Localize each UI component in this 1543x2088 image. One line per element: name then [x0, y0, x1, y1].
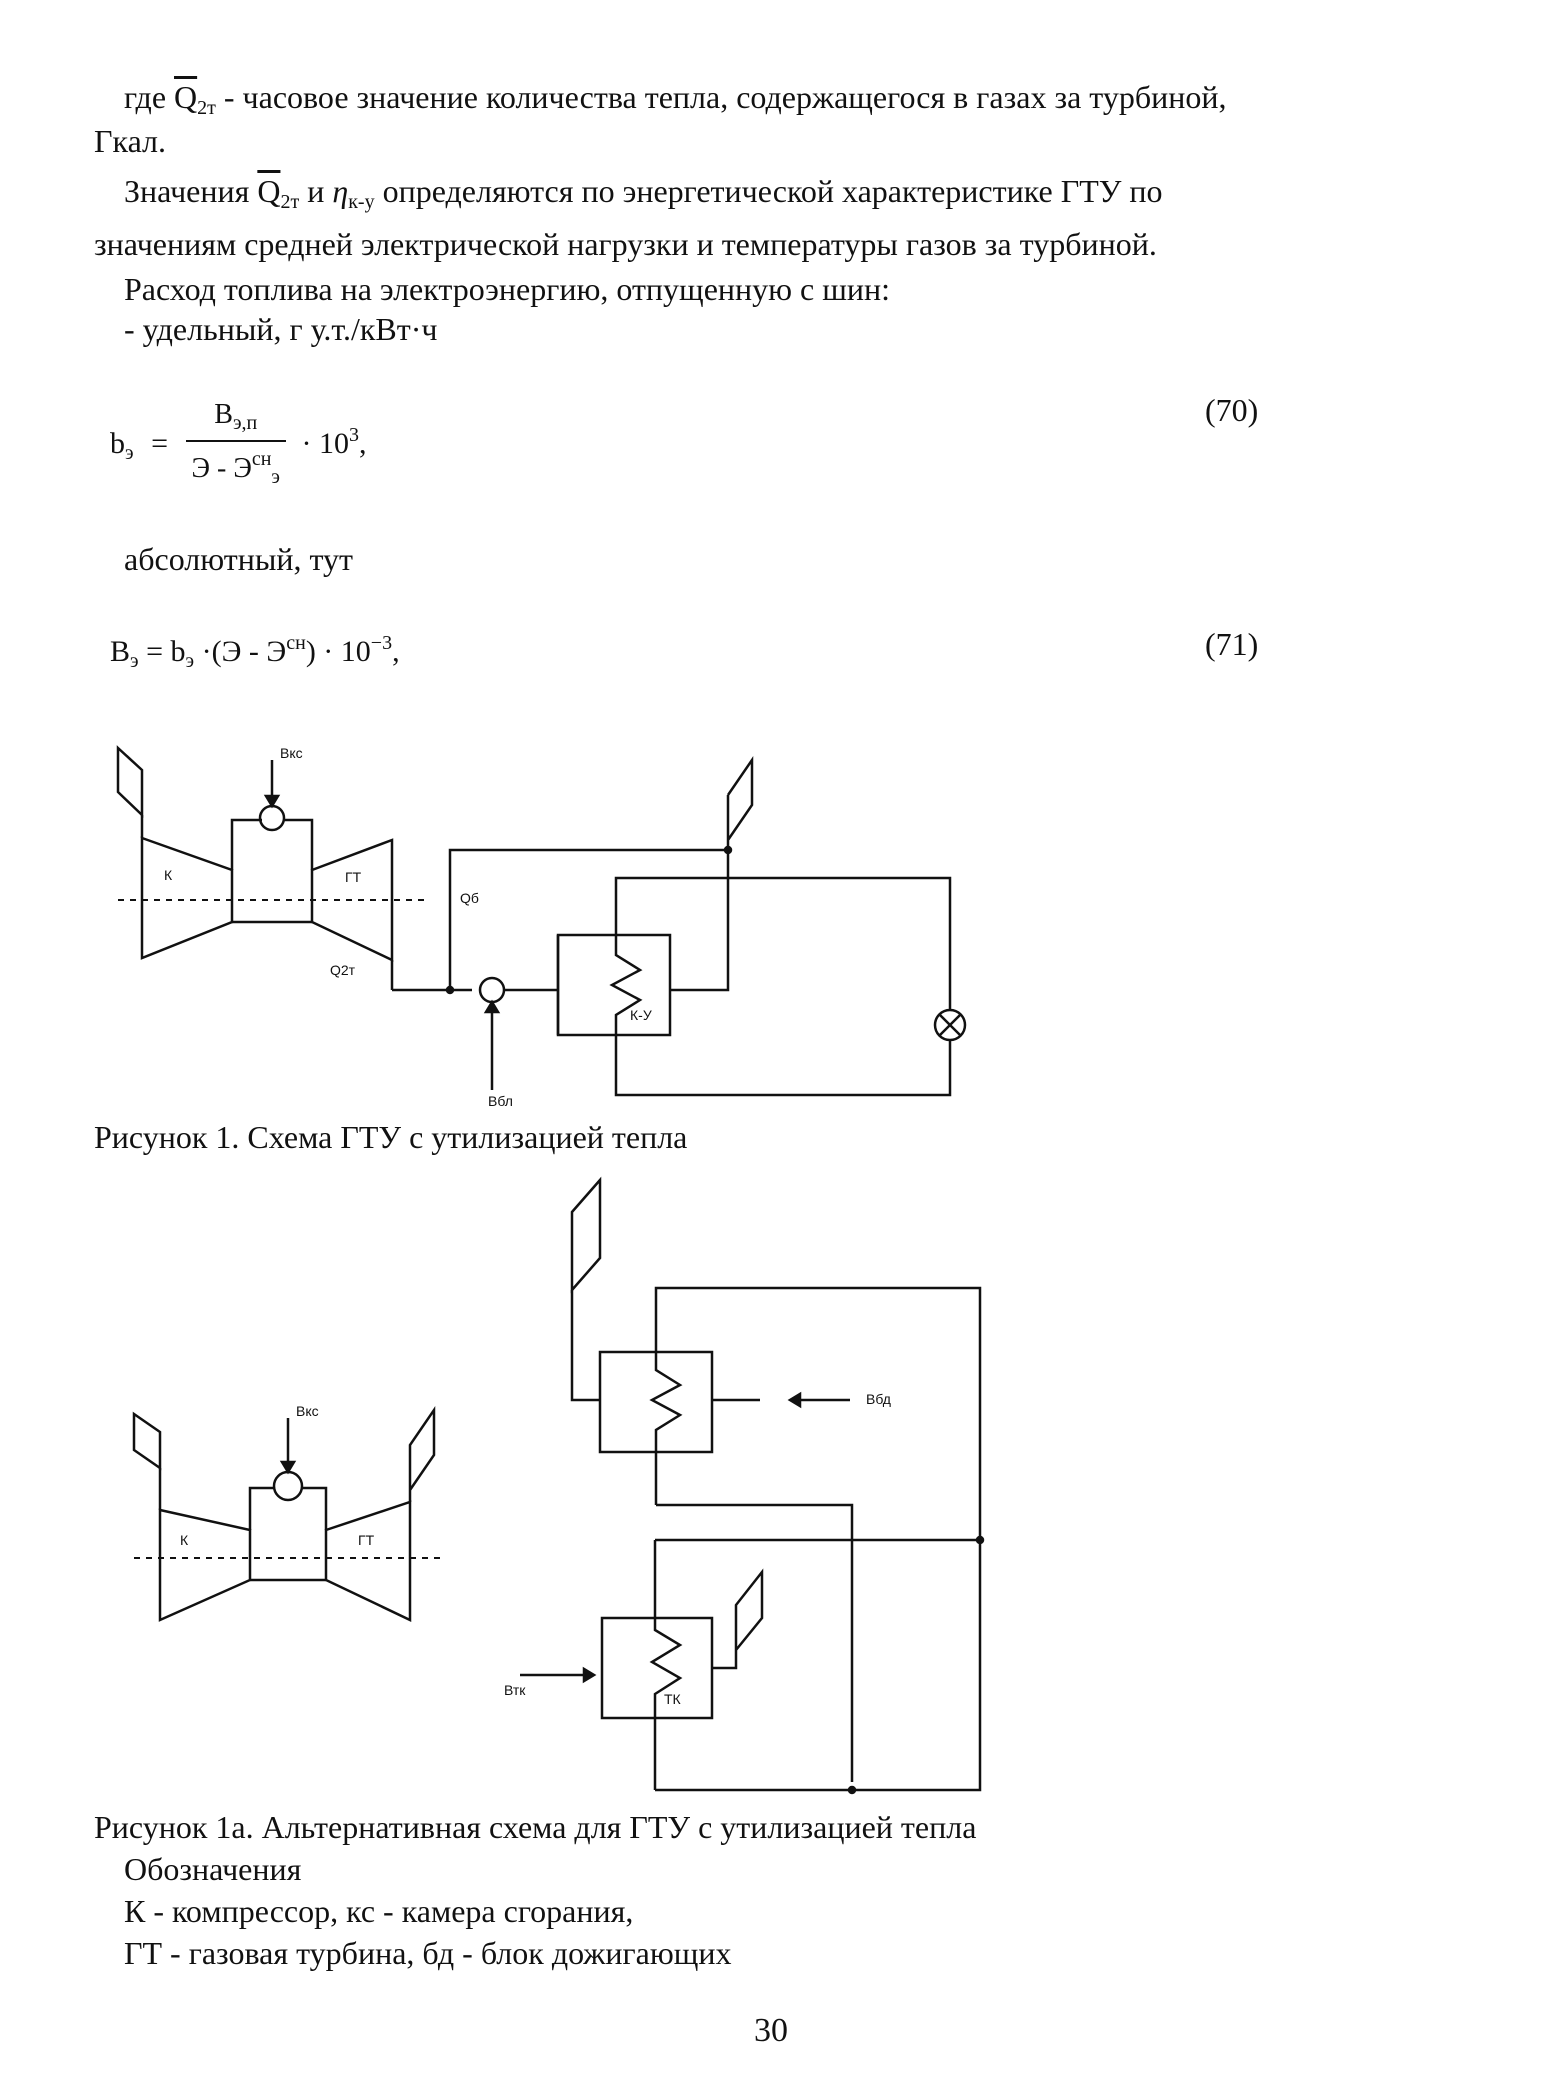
fig1-label-gt: ГТ: [345, 869, 362, 885]
text-fragment: и: [299, 173, 333, 209]
equation-71: Bэ = bэ ·(Э - Эсн) · 10−3,: [110, 632, 400, 673]
text-fragment: = b: [146, 635, 186, 668]
text-fragment: B: [110, 635, 131, 668]
text-fragment: ,: [392, 635, 400, 668]
fig2-label-gt: ГТ: [358, 1532, 375, 1548]
text-fragment: ,: [359, 426, 367, 460]
eq70-lhs-sub: э: [125, 441, 134, 464]
paragraph-fuel-consumption: Расход топлива на электроэнергию, отпуще…: [124, 271, 891, 307]
text-fragment: э: [271, 466, 280, 488]
symbol-q-subscript: 2т: [197, 97, 216, 119]
symbol-q: Q: [174, 79, 198, 115]
paragraph-values-line1: Значения Q2т и ηк-у определяются по энер…: [124, 172, 1163, 221]
eq70-numerator: Bэ,п: [185, 398, 286, 442]
equation-70: bэ = Bэ,п Э - Эснэ · 103,: [110, 398, 367, 494]
eq70-lhs: b: [110, 426, 125, 460]
paragraph-absolute: абсолютный, тут: [124, 541, 353, 577]
text-fragment: ·(Э - Э: [194, 635, 287, 668]
equation-number-71: (71): [1205, 626, 1259, 662]
paragraph-heat-definition-line2: Гкал.: [94, 123, 167, 159]
eq70-fraction: Bэ,п Э - Эснэ: [185, 398, 286, 494]
text-fragment: B: [214, 399, 233, 430]
equation-number-70: (70): [1205, 392, 1259, 428]
text-fragment: - часовое значение количества тепла, сод…: [215, 79, 1227, 115]
eq70-equals: =: [151, 426, 169, 460]
legend-line-1: К - компрессор, кс - камера сгорания,: [124, 1893, 634, 1929]
fig2-label-btk: Втк: [504, 1682, 526, 1698]
text-fragment: −3: [370, 632, 393, 654]
figure-1a-caption: Рисунок 1а. Альтернативная схема для ГТУ…: [94, 1809, 977, 1845]
fig1-label-bks: Вкс: [280, 745, 303, 761]
paragraph-values-line2: значениям средней электрической нагрузки…: [94, 226, 1157, 262]
fig1-label-q2t: Q2т: [330, 962, 356, 978]
symbol-eta: η: [332, 173, 349, 209]
fig2-label-k: К: [180, 1532, 189, 1548]
fig2-label-bbd: Вбд: [866, 1391, 891, 1407]
fig1-label-k: К: [164, 867, 173, 883]
fig1-label-bbl: Вбл: [488, 1093, 513, 1109]
eq70-tail: · 10: [301, 426, 350, 460]
text-fragment: сн: [286, 632, 306, 654]
eq70-denominator: Э - Эснэ: [186, 442, 286, 494]
text-fragment: э,п: [232, 412, 258, 434]
text-fragment: сн: [251, 448, 272, 470]
fig1-label-ku: К-У: [630, 1007, 652, 1023]
symbol-q-subscript: 2т: [280, 191, 300, 213]
legend-title: Обозначения: [124, 1851, 302, 1887]
symbol-q: Q: [257, 173, 281, 209]
text-fragment: ) · 10: [305, 635, 371, 668]
symbol-eta-subscript: к-у: [348, 191, 375, 213]
paragraph-specific: - удельный, г у.т./кВт·ч: [124, 311, 438, 347]
fig1-label-qb: Qб: [460, 890, 479, 906]
text-fragment: э: [185, 650, 195, 672]
figure-1-caption: Рисунок 1. Схема ГТУ с утилизацией тепла: [94, 1119, 688, 1155]
text-fragment: Значения: [124, 173, 258, 209]
page-number: 30: [754, 2012, 788, 2049]
fig2-label-bks: Вкс: [296, 1403, 319, 1419]
text-fragment: где: [124, 79, 175, 115]
paragraph-heat-definition-line1: где Q2т - часовое значение количества те…: [124, 78, 1227, 127]
text-fragment: определяются по энергетической характери…: [374, 173, 1163, 209]
text-fragment: э: [130, 650, 139, 672]
text-fragment: 3: [349, 423, 359, 446]
legend-line-2: ГТ - газовая турбина, бд - блок дожигающ…: [124, 1935, 732, 1971]
fig2-label-tk: ТК: [664, 1691, 682, 1707]
text-fragment: Э - Э: [191, 453, 252, 484]
